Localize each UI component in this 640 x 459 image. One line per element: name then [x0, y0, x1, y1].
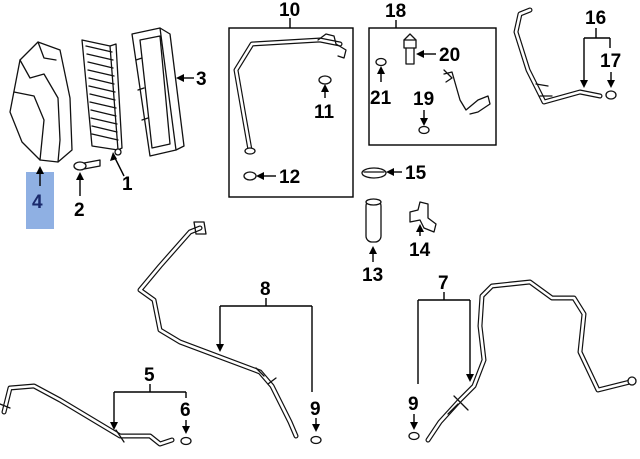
part-3-radiator-frame[interactable] — [131, 27, 185, 157]
callout-16[interactable]: 16 — [585, 8, 606, 29]
part-21-o-ring[interactable] — [375, 57, 387, 67]
part-sensor-harness[interactable] — [443, 69, 491, 115]
callout-19[interactable]: 19 — [413, 89, 434, 110]
callout-15[interactable]: 15 — [405, 163, 427, 184]
part-14-bracket[interactable] — [409, 201, 437, 233]
callout-20[interactable]: 20 — [439, 45, 460, 66]
callout-10[interactable]: 10 — [279, 0, 300, 21]
callout-5[interactable]: 5 — [144, 365, 155, 386]
part-4-deflector[interactable] — [9, 41, 73, 163]
callout-8[interactable]: 8 — [260, 279, 271, 300]
part-9-o-ring-b[interactable] — [408, 431, 420, 441]
part-1-condenser[interactable] — [81, 39, 123, 156]
part-13-receiver-drier[interactable] — [365, 198, 382, 243]
callout-9-right[interactable]: 9 — [408, 394, 419, 415]
callout-21[interactable]: 21 — [370, 88, 392, 109]
part-12-o-ring[interactable] — [243, 171, 257, 181]
part-19-o-ring[interactable] — [418, 125, 430, 135]
part-20-pressure-switch[interactable] — [403, 33, 417, 65]
part-11-o-ring[interactable] — [318, 75, 332, 85]
part-10-ac-line[interactable] — [233, 33, 347, 155]
part-15-clamp[interactable] — [361, 167, 387, 179]
callout-17[interactable]: 17 — [600, 51, 621, 72]
callout-13[interactable]: 13 — [362, 265, 383, 286]
callout-9-middle[interactable]: 9 — [310, 399, 321, 420]
part-7-ac-line[interactable] — [425, 279, 637, 443]
callout-3[interactable]: 3 — [196, 69, 207, 90]
callout-11[interactable]: 11 — [314, 102, 335, 123]
group-box-18 — [368, 27, 497, 146]
callout-18[interactable]: 18 — [385, 1, 406, 22]
callout-6[interactable]: 6 — [180, 400, 191, 421]
part-9-o-ring-a[interactable] — [310, 435, 322, 445]
part-5-ac-line[interactable] — [0, 383, 175, 447]
callout-12[interactable]: 12 — [279, 167, 300, 188]
callout-1[interactable]: 1 — [122, 174, 133, 195]
part-8-ac-line[interactable] — [137, 221, 299, 439]
part-6-o-ring[interactable] — [180, 436, 192, 446]
callout-4[interactable]: 4 — [32, 192, 43, 213]
callout-7[interactable]: 7 — [438, 273, 449, 294]
part-16-ac-line[interactable] — [513, 7, 603, 105]
group-box-10 — [228, 27, 354, 198]
part-17-o-ring[interactable] — [605, 90, 617, 100]
part-2-bolt[interactable] — [73, 159, 101, 171]
callout-14[interactable]: 14 — [409, 240, 431, 261]
callout-2[interactable]: 2 — [74, 200, 85, 221]
